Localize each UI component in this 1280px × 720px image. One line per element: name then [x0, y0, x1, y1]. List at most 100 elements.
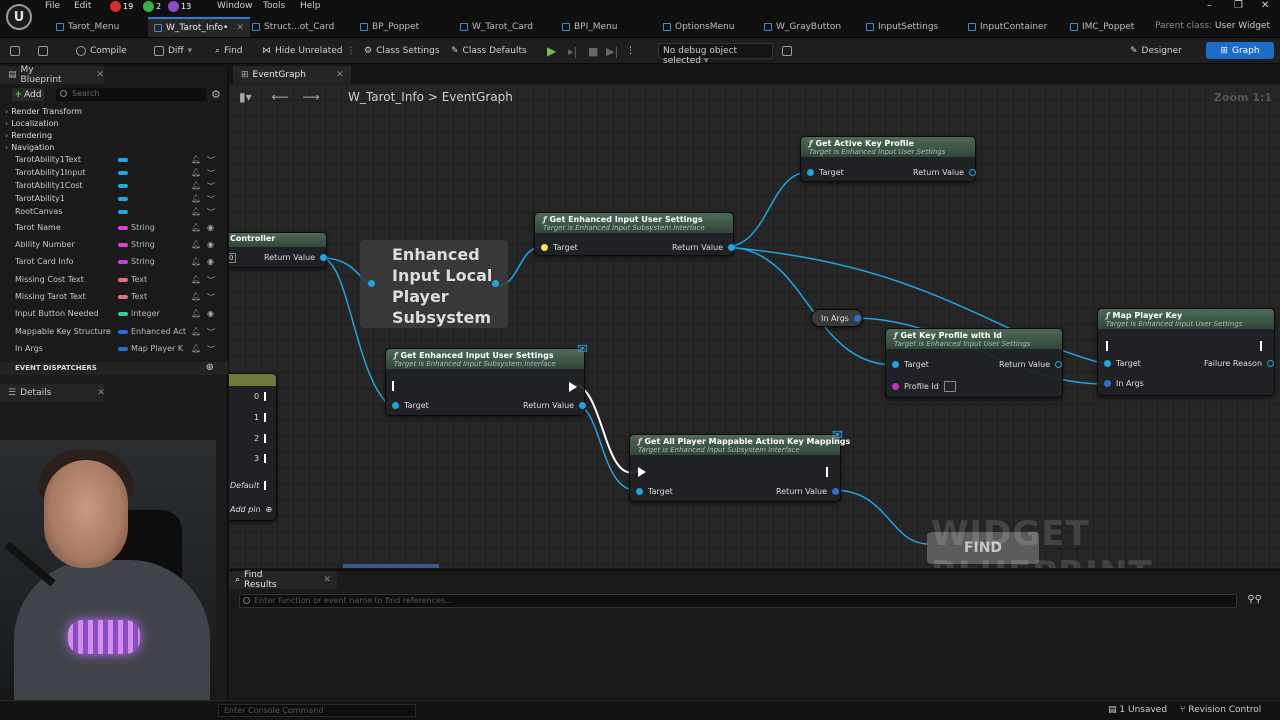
- binoculars-icon[interactable]: ⚲⚲: [1247, 594, 1262, 605]
- close-tab-icon[interactable]: ✕: [236, 23, 244, 33]
- tab-event-graph[interactable]: ⊞EventGraph✕: [233, 66, 352, 84]
- notification-chat[interactable]: 2: [143, 1, 161, 12]
- category-localization[interactable]: Localization: [5, 119, 58, 128]
- bell-icon[interactable]: 🔔︎: [191, 257, 202, 266]
- exec-in-pin[interactable]: [638, 467, 646, 477]
- class-settings-button[interactable]: ⚙Class Settings: [364, 46, 440, 56]
- close-window-icon[interactable]: ✕: [1261, 0, 1270, 11]
- menu-file[interactable]: File: [45, 1, 61, 11]
- find-button[interactable]: ⌕Find: [215, 46, 243, 56]
- add-pin-button[interactable]: Add pin⊕: [230, 505, 273, 514]
- menu-help[interactable]: Help: [300, 1, 321, 11]
- tab-w-tarot-info[interactable]: W_Tarot_Info•✕: [148, 17, 250, 37]
- console-command-input[interactable]: Enter Console Command: [218, 704, 416, 717]
- exec-out-pin[interactable]: [569, 382, 577, 392]
- stop-button[interactable]: ■: [588, 43, 598, 59]
- my-blueprint-tab[interactable]: ▤ My Blueprint ✕: [0, 65, 104, 85]
- switch-pin-default[interactable]: Default: [230, 481, 267, 490]
- pin-failure-reason[interactable]: Failure Reason: [1204, 359, 1275, 368]
- exec-out-pin[interactable]: [1260, 341, 1262, 351]
- close-tab-icon[interactable]: ✕: [335, 70, 344, 80]
- pin-index[interactable]: 0: [229, 253, 237, 263]
- chevron-icon[interactable]: ︶: [207, 276, 215, 285]
- chevron-icon[interactable]: ︶: [207, 293, 215, 302]
- event-dispatchers-header[interactable]: EVENT DISPATCHERS⊕: [0, 362, 228, 375]
- eye-icon[interactable]: ◉: [207, 240, 214, 249]
- category-render-transform[interactable]: Render Transform: [5, 107, 82, 116]
- profile-id-field[interactable]: [943, 381, 956, 392]
- eye-icon[interactable]: ◉: [207, 223, 214, 232]
- pin-in-args[interactable]: In Args: [1104, 379, 1144, 388]
- exec-in-pin[interactable]: [1106, 341, 1108, 351]
- node-switch-on-int[interactable]: 0 1 2 3 Default Add pin⊕: [229, 373, 277, 521]
- pin-target[interactable]: Target: [807, 168, 844, 177]
- node-get-controller[interactable]: Controller 0 Return Value: [229, 232, 328, 268]
- widget-var-row[interactable]: RootCanvas🔔︎︶: [15, 207, 215, 217]
- bell-icon[interactable]: 🔔︎: [191, 240, 202, 249]
- browse-icon[interactable]: [38, 43, 48, 59]
- breadcrumb-leaf[interactable]: EventGraph: [441, 90, 513, 104]
- chevron-icon[interactable]: ︶: [207, 169, 215, 178]
- bell-icon[interactable]: 🔔︎: [191, 327, 202, 336]
- debug-object-select[interactable]: No debug object selected ▾: [658, 43, 773, 66]
- event-graph-canvas[interactable]: ▮▾ ⟵ ⟶ W_Tarot_Info > EventGraph Zoom 1:…: [229, 84, 1280, 568]
- switch-pin-3[interactable]: 3: [254, 454, 267, 463]
- bell-icon[interactable]: 🔔︎: [191, 292, 202, 301]
- bell-icon[interactable]: 🔔︎: [191, 344, 202, 353]
- exec-in-pin[interactable]: [392, 381, 394, 391]
- back-arrow-icon[interactable]: ⟵: [271, 90, 289, 104]
- pin-target[interactable]: Target: [1104, 359, 1141, 368]
- bell-icon[interactable]: 🔔︎: [191, 168, 202, 177]
- bell-icon[interactable]: 🔔︎: [191, 309, 202, 318]
- designer-button[interactable]: ✎Designer: [1130, 46, 1182, 56]
- tab-struct-tarot-card[interactable]: Struct...ot_Card: [246, 17, 340, 37]
- switch-pin-0[interactable]: 0: [254, 392, 267, 401]
- pin-target[interactable]: Target: [392, 401, 429, 410]
- chevron-icon[interactable]: ︶: [207, 208, 215, 217]
- tab-bp-poppet[interactable]: BP_Poppet: [354, 17, 425, 37]
- bell-icon[interactable]: 🔔︎: [191, 181, 202, 190]
- details-tab[interactable]: ☰ Details ✕: [0, 384, 105, 402]
- find-node-button[interactable]: FIND: [927, 532, 1039, 564]
- graph-button[interactable]: ⊞Graph: [1206, 42, 1274, 59]
- save-icon[interactable]: [10, 43, 20, 59]
- play-button[interactable]: ▶: [547, 43, 556, 59]
- minimize-icon[interactable]: –: [1207, 0, 1212, 11]
- pin-return-value[interactable]: Return Value: [264, 253, 328, 262]
- tab-input-container[interactable]: InputContainer: [962, 17, 1053, 37]
- switch-pin-1[interactable]: 1: [254, 413, 267, 422]
- forward-arrow-icon[interactable]: ⟶: [302, 90, 320, 104]
- tab-imc-poppet[interactable]: IMC_Poppet: [1064, 17, 1140, 37]
- pin-return-value[interactable]: Return Value: [776, 487, 840, 496]
- notification-twitch[interactable]: 13: [168, 1, 191, 12]
- eye-icon[interactable]: ◉: [207, 257, 214, 266]
- diff-button[interactable]: Diff ▾: [154, 43, 192, 59]
- home-icon[interactable]: ▮▾: [239, 90, 252, 104]
- chevron-icon[interactable]: ︶: [207, 345, 215, 354]
- menu-edit[interactable]: Edit: [74, 1, 92, 11]
- pin-target[interactable]: Target: [892, 360, 929, 369]
- close-panel-icon[interactable]: ✕: [96, 70, 104, 80]
- more-options-icon[interactable]: ⋮: [626, 46, 635, 56]
- node-enhanced-input-subsystem[interactable]: Enhanced Input Local Player Subsystem: [360, 240, 508, 328]
- chevron-icon[interactable]: ︶: [207, 195, 215, 204]
- tab-input-settings[interactable]: InputSettings: [860, 17, 944, 37]
- advance-button[interactable]: ▶|: [606, 43, 618, 59]
- widget-var-row[interactable]: TarotAbility1🔔︎︶: [15, 194, 215, 204]
- step-button[interactable]: ▸|: [568, 43, 577, 59]
- bell-icon[interactable]: 🔔︎: [191, 155, 202, 164]
- find-results-input[interactable]: Enter function or event name to find ref…: [239, 594, 1237, 608]
- bell-icon[interactable]: 🔔︎: [191, 194, 202, 203]
- pin-return-value[interactable]: Return Value: [523, 401, 587, 410]
- revision-control-button[interactable]: ⑂ Revision Control: [1180, 705, 1262, 715]
- compile-button[interactable]: Compile: [76, 43, 127, 59]
- eye-icon[interactable]: ◉: [207, 309, 214, 318]
- pin-return-value[interactable]: Return Value: [913, 168, 977, 177]
- close-panel-icon[interactable]: ✕: [97, 388, 105, 398]
